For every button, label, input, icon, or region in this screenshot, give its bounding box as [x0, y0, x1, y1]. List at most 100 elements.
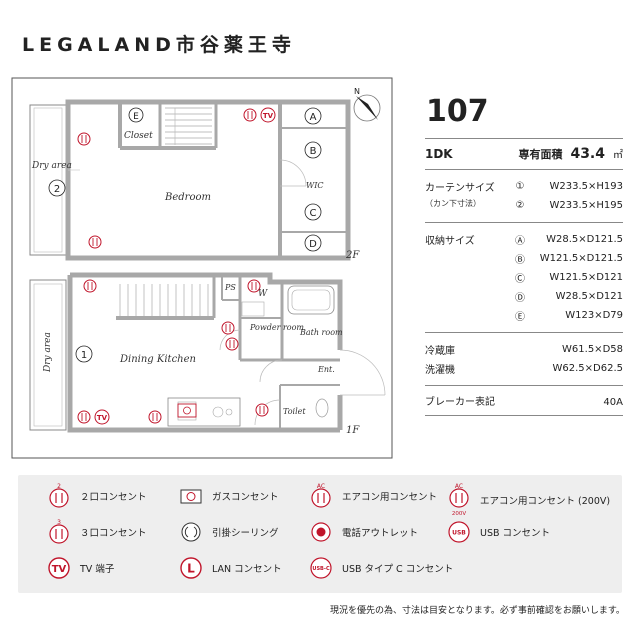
curtain-2-value: W233.5×H195 — [549, 200, 623, 211]
svg-text:L: L — [187, 562, 195, 576]
ceiling-hook-icon — [178, 519, 204, 545]
lan-outlet-icon: L — [178, 555, 204, 581]
fridge-value: W61.5×D58 — [562, 344, 623, 355]
outlet-icon — [148, 410, 162, 424]
marker-e: E — [128, 107, 144, 123]
floor-label-1f: 1F — [346, 425, 360, 436]
area-label: 専有面積 — [518, 148, 563, 161]
svg-text:200V: 200V — [452, 511, 466, 517]
aircon-outlet-icon — [83, 279, 97, 293]
svg-text:C: C — [310, 208, 317, 219]
label-toilet: Toilet — [283, 407, 306, 416]
tv-outlet-icon: TV — [94, 409, 110, 425]
label-w: W — [258, 289, 268, 299]
outlet-icon — [77, 410, 91, 424]
storage-row: Ⓑ W121.5×D121.5 — [515, 253, 623, 266]
legend-tv: TV TV 端子 — [46, 555, 114, 581]
storage-row: Ⓓ W28.5×D121 — [515, 291, 623, 304]
usb-c-outlet-icon: USB-C — [308, 555, 334, 581]
storage-row: Ⓒ W121.5×D121 — [515, 272, 623, 285]
svg-text:TV: TV — [263, 112, 274, 120]
svg-text:N: N — [354, 87, 360, 96]
disclaimer-note: 現況を優先の為、寸法は目安となります。必ず事前確認をお願いします。 — [330, 606, 625, 616]
svg-text:3: 3 — [57, 519, 61, 526]
legend-gas: ガスコンセント — [178, 483, 279, 509]
outlet-3-icon: 3 — [46, 519, 72, 545]
kitchen-counter — [167, 397, 241, 427]
phone-outlet-icon — [308, 519, 334, 545]
plan-frame — [11, 77, 393, 459]
aircon-200v-icon: AC 200V — [446, 483, 472, 517]
layout-type: 1DK — [425, 147, 453, 161]
walls-2f — [65, 99, 351, 261]
floor-label-2f: 2F — [345, 250, 360, 261]
storage-section: 収納サイズ Ⓐ W28.5×D121.5 Ⓑ W121.5×D121.5 Ⓒ W… — [425, 223, 623, 332]
legend-aircon200: AC 200V エアコン用コンセント (200V) — [446, 483, 610, 517]
svg-text:USB-C: USB-C — [312, 566, 330, 572]
label-bedroom: Bedroom — [164, 192, 211, 203]
label-powder: Powder room — [249, 323, 304, 332]
curtain-section: カーテンサイズ ① W233.5×H193 （カン下寸法） ② W233.5×H… — [425, 170, 623, 222]
outlet-icon — [221, 321, 235, 335]
curtain-1-value: W233.5×H193 — [549, 181, 623, 192]
curtain-label: カーテンサイズ — [425, 183, 495, 194]
curtain-sub: （カン下寸法） — [425, 199, 481, 208]
floor-plan: Closet Bedroom WIC Dry area 2F E A B C D… — [11, 77, 393, 459]
label-dining-kitchen: Dining Kitchen — [119, 354, 196, 365]
legend-aircon: AC エアコン用コンセント — [308, 483, 437, 509]
storage-label: 収納サイズ — [425, 236, 475, 247]
gas-outlet-icon — [178, 483, 204, 509]
washer-value: W62.5×D62.5 — [552, 363, 624, 374]
svg-text:D: D — [309, 239, 317, 250]
label-closet: Closet — [124, 131, 153, 141]
svg-text:USB: USB — [452, 530, 466, 537]
label-bath: Bath room — [299, 328, 343, 337]
svg-text:1: 1 — [81, 350, 87, 361]
svg-text:2: 2 — [57, 483, 61, 490]
legend-lan: L LAN コンセント — [178, 555, 282, 581]
outlet-icon — [255, 403, 269, 417]
floor-2f — [29, 99, 351, 261]
fridge-label: 冷蔵庫 — [425, 346, 455, 357]
outlet-icon — [77, 132, 91, 146]
svg-text:AC: AC — [455, 483, 463, 490]
marker-d: D — [304, 234, 322, 252]
bathtub — [287, 285, 335, 315]
breaker-row: ブレーカー表記 40A — [425, 386, 623, 415]
legend-outlet3: 3 ３口コンセント — [46, 519, 147, 545]
marker-curtain-2: 2 — [48, 179, 66, 197]
storage-row: Ⓔ W123×D79 — [515, 310, 623, 323]
area-row: 1DK 専有面積 43.4 ㎡ — [425, 139, 623, 169]
curtain-1-mark: ① — [515, 181, 525, 192]
breaker-label: ブレーカー表記 — [425, 397, 495, 408]
curtain-2-mark: ② — [515, 200, 525, 211]
svg-text:AC: AC — [317, 483, 325, 490]
north-compass-icon: N — [353, 87, 381, 122]
outlet-icon — [225, 337, 239, 351]
aircon-outlet-icon — [88, 235, 102, 249]
marker-c: C — [304, 203, 322, 221]
aircon-outlet-icon: AC — [308, 483, 334, 509]
label-dry-area-1f: Dry area — [43, 332, 53, 373]
area-unit: ㎡ — [613, 150, 623, 161]
svg-text:2: 2 — [54, 184, 60, 195]
legend-usbc: USB-C USB タイプ C コンセント — [308, 555, 453, 581]
marker-a: A — [304, 107, 322, 125]
marker-b: B — [304, 141, 322, 159]
outlet-icon — [247, 279, 261, 293]
floor-1f — [29, 272, 386, 433]
breaker-value: 40A — [603, 397, 623, 408]
info-panel: 107 1DK 専有面積 43.4 ㎡ カーテンサイズ ① W233.5×H19… — [425, 96, 623, 416]
legend: 2 ２口コンセント ガスコンセント AC エアコン用コンセント — [18, 475, 622, 593]
tv-outlet-icon: TV — [260, 107, 276, 123]
outlet-2-icon: 2 — [46, 483, 72, 509]
tv-outlet-icon: TV — [46, 555, 72, 581]
washer-label: 洗濯機 — [425, 365, 455, 376]
svg-text:A: A — [310, 112, 317, 123]
svg-text:B: B — [310, 146, 317, 157]
svg-text:TV: TV — [97, 414, 108, 422]
marker-curtain-1: 1 — [75, 345, 93, 363]
dry-area-1f — [29, 279, 67, 431]
label-ent: Ent. — [317, 365, 335, 374]
appliance-section: 冷蔵庫 W61.5×D58 洗濯機 W62.5×D62.5 — [425, 333, 623, 385]
